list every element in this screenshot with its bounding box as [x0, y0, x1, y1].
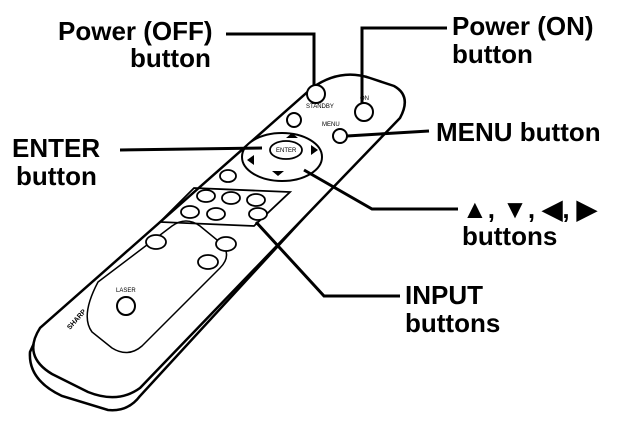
leader-input: [254, 220, 400, 298]
arrow-keys-icon[interactable]: ENTER: [241, 132, 323, 182]
label-power-off-line-2: button: [130, 43, 211, 73]
label-menu: MENU button: [436, 117, 601, 147]
function-right-lower-button[interactable]: [197, 254, 219, 270]
dpad-left[interactable]: [247, 155, 254, 165]
label-input-line-2: buttons: [405, 308, 500, 338]
leader-power-on: [360, 26, 447, 103]
input-4-button[interactable]: [180, 205, 200, 219]
label-input: INPUT buttons: [405, 280, 500, 338]
leader-power-off: [226, 32, 316, 86]
menu-text: MENU: [322, 122, 340, 128]
leader-menu: [346, 129, 430, 138]
remote-lower-panel: [86, 220, 228, 354]
aux-remote-button[interactable]: [286, 112, 302, 128]
enter-text: ENTER: [276, 148, 297, 154]
label-enter: ENTER button: [12, 133, 100, 191]
label-enter-line-2: button: [16, 161, 97, 191]
input-panel: [157, 187, 293, 227]
power-off-remote-button[interactable]: [306, 84, 326, 104]
function-left-button[interactable]: [145, 234, 167, 250]
label-power-on-line-2: button: [452, 39, 533, 69]
standby-text: STANDBY: [306, 104, 334, 110]
menu-remote-button[interactable]: [332, 128, 348, 144]
label-arrows-line-2: buttons: [462, 221, 557, 251]
dpad-up[interactable]: [286, 133, 298, 138]
input-6-button[interactable]: [248, 207, 268, 221]
label-arrows-line-1: ▲, ▼, ◀, ▶: [462, 194, 598, 224]
input-3-button[interactable]: [246, 193, 266, 207]
label-power-off: Power (OFF) button: [58, 16, 213, 73]
label-power-on-line-1: Power (ON): [452, 11, 594, 41]
dpad-right[interactable]: [311, 145, 318, 155]
input-2-button[interactable]: [221, 191, 241, 205]
dpad-down[interactable]: [272, 171, 284, 176]
laser-remote-button[interactable]: [116, 296, 136, 316]
input-5-button[interactable]: [206, 207, 226, 221]
remote-body: [32, 73, 407, 399]
laser-text: LASER: [116, 288, 136, 294]
label-input-line-1: INPUT: [405, 280, 483, 310]
input-1-button[interactable]: [196, 189, 216, 203]
function-right-upper-button[interactable]: [215, 236, 237, 252]
label-power-on: Power (ON) button: [452, 11, 594, 69]
label-power-off-line-1: Power (OFF): [58, 16, 213, 46]
enter-remote-button[interactable]: [269, 140, 303, 160]
input-buttons-group: [157, 187, 293, 227]
return-remote-button[interactable]: [219, 169, 237, 183]
leader-enter: [119, 146, 263, 152]
remote-control: STANDBY ON MENU ENTER: [28, 73, 407, 412]
leader-arrows: [303, 168, 458, 211]
power-on-remote-button[interactable]: [354, 102, 374, 122]
label-enter-line-1: ENTER: [12, 133, 100, 163]
label-arrows: ▲, ▼, ◀, ▶ buttons: [462, 194, 598, 251]
on-text: ON: [360, 96, 369, 102]
